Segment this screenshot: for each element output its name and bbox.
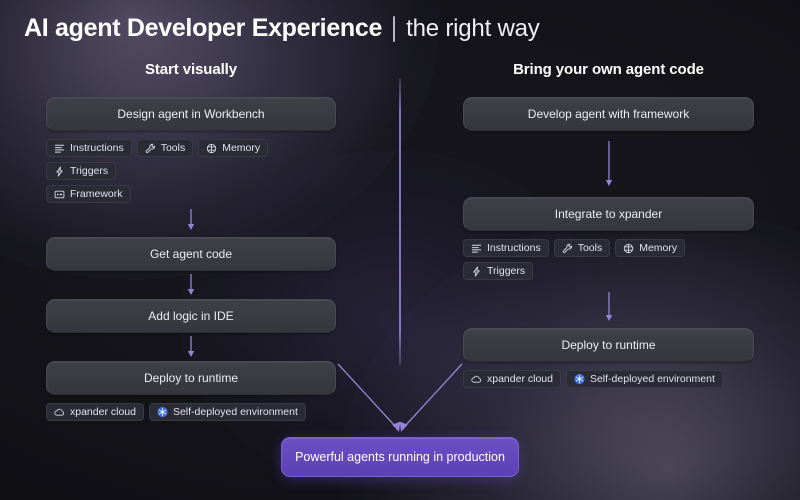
tag-label: Instructions: [487, 242, 541, 254]
capability-tags-left-row2: Framework: [46, 185, 336, 203]
tag-label: Instructions: [70, 142, 124, 154]
chip-circle-icon: [623, 243, 634, 254]
step-develop-agent-with-framework[interactable]: Develop agent with framework: [463, 97, 754, 131]
wrench-icon: [562, 243, 573, 254]
arrowhead-left: [392, 421, 401, 432]
tag-label: xpander cloud: [70, 406, 136, 418]
tag-tools[interactable]: Tools: [136, 139, 194, 157]
tag-label: Tools: [160, 142, 186, 154]
outcome-powerful-agents-in-production[interactable]: Powerful agents running in production: [281, 437, 519, 477]
tag-label: Self-deployed environment: [589, 373, 715, 385]
tag-triggers[interactable]: Triggers: [46, 162, 117, 180]
kubernetes-wheel-icon: [157, 406, 168, 418]
step-label: Integrate to xpander: [554, 207, 663, 221]
tag-label: xpander cloud: [487, 373, 553, 385]
capability-tags-right: Instructions Tools Memory Triggers: [463, 239, 754, 280]
deploy-tags-right: xpander cloud Self-deployed environment: [463, 370, 754, 388]
converging-arrows: [337, 363, 463, 432]
chip-circle-icon: [206, 143, 217, 154]
step-label: Get agent code: [149, 247, 233, 261]
arrow-design-to-getcode: [46, 209, 336, 231]
lightning-bolt-icon: [471, 265, 482, 277]
step-design-agent-in-workbench[interactable]: Design agent in Workbench: [46, 97, 336, 131]
step-label: Deploy to runtime: [561, 338, 656, 352]
tag-self-deployed-environment[interactable]: Self-deployed environment: [148, 403, 306, 421]
tag-label: Triggers: [70, 165, 109, 177]
wrench-icon: [145, 143, 156, 154]
tag-label: Self-deployed environment: [172, 406, 298, 418]
step-get-agent-code[interactable]: Get agent code: [46, 237, 336, 271]
list-lines-icon: [54, 143, 65, 154]
column-divider: [399, 78, 401, 366]
window-box-icon: [54, 189, 65, 200]
step-integrate-to-xpander[interactable]: Integrate to xpander: [463, 197, 754, 231]
cloud-icon: [54, 407, 65, 418]
step-deploy-to-runtime-left[interactable]: Deploy to runtime: [46, 361, 336, 395]
step-label: Add logic in IDE: [148, 309, 234, 323]
capability-tags-left: Instructions Tools Memory Triggers: [46, 139, 336, 180]
tag-tools[interactable]: Tools: [553, 239, 611, 257]
title-divider: [393, 15, 396, 42]
tag-label: Tools: [577, 242, 603, 254]
step-label: Develop agent with framework: [527, 107, 690, 121]
cloud-icon: [471, 374, 482, 385]
tag-memory[interactable]: Memory: [615, 239, 686, 257]
step-add-logic-in-ide[interactable]: Add logic in IDE: [46, 299, 336, 333]
tag-memory[interactable]: Memory: [198, 139, 269, 157]
outcome-label: Powerful agents running in production: [295, 450, 505, 464]
tag-xpander-cloud[interactable]: xpander cloud: [46, 403, 144, 421]
arrow-getcode-to-addlogic: [46, 274, 336, 296]
tag-label: Framework: [70, 188, 123, 200]
column-start-visually: Start visually Design agent in Workbench…: [46, 60, 336, 421]
arrowhead-right: [399, 421, 408, 432]
step-label: Deploy to runtime: [143, 371, 239, 385]
tag-label: Triggers: [487, 265, 526, 277]
kubernetes-wheel-icon: [574, 373, 585, 385]
arrow-addlogic-to-deploy: [46, 336, 336, 358]
lightning-bolt-icon: [54, 165, 65, 177]
arrow-right-to-outcome: [404, 363, 463, 427]
arrow-integrate-to-deploy: [463, 292, 754, 322]
deploy-tags-left: xpander cloud Self-deployed environment: [46, 403, 336, 421]
tag-xpander-cloud[interactable]: xpander cloud: [463, 370, 561, 388]
tag-instructions[interactable]: Instructions: [46, 139, 132, 157]
column-heading-left: Start visually: [145, 61, 237, 78]
tag-label: Memory: [222, 142, 261, 154]
step-deploy-to-runtime-right[interactable]: Deploy to runtime: [463, 328, 754, 362]
page-subtitle: the right way: [406, 15, 540, 42]
tag-label: Memory: [639, 242, 678, 254]
column-bring-your-own-agent-code: Bring your own agent code Develop agent …: [463, 60, 754, 388]
tag-self-deployed-environment[interactable]: Self-deployed environment: [565, 370, 723, 388]
arrow-develop-to-integrate: [463, 141, 754, 187]
page-header: AI agent Developer Experience the right …: [24, 14, 540, 43]
tag-framework[interactable]: Framework: [46, 185, 131, 203]
column-heading-right: Bring your own agent code: [513, 61, 704, 78]
tag-triggers[interactable]: Triggers: [463, 262, 534, 280]
page-title: AI agent Developer Experience: [24, 14, 383, 42]
step-label: Design agent in Workbench: [117, 107, 265, 121]
tag-instructions[interactable]: Instructions: [463, 239, 549, 257]
list-lines-icon: [471, 243, 482, 254]
arrow-left-to-outcome: [337, 363, 396, 427]
